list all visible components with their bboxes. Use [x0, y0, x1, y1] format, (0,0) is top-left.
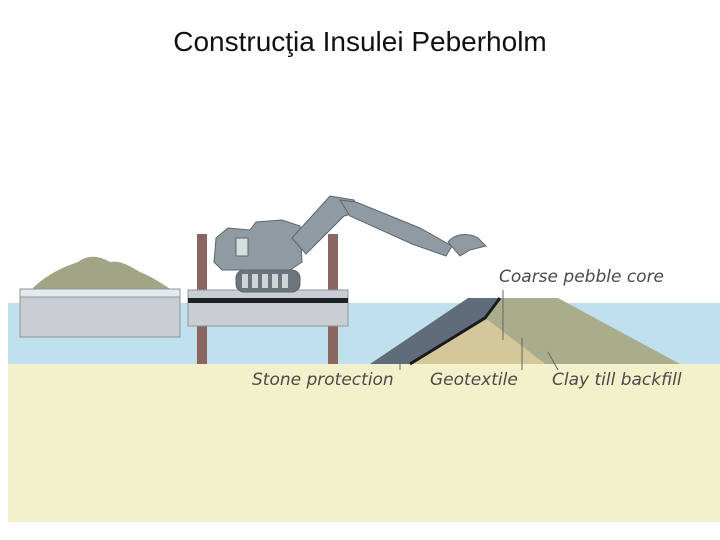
label-geotextile: Geotextile — [430, 370, 518, 390]
jackup-platform — [187, 234, 349, 364]
label-coarse-pebble-core: Coarse pebble core — [499, 267, 664, 287]
leader-clay — [547, 351, 559, 371]
gravel-pile — [32, 256, 170, 289]
excavator-bucket — [447, 234, 487, 257]
barge-hull — [19, 296, 181, 338]
gravel-barge — [19, 256, 181, 338]
geotextile-line — [409, 297, 502, 366]
label-stone-protection: Stone protection — [252, 370, 394, 390]
excavator-arm — [339, 199, 453, 257]
excavator-cab — [213, 219, 303, 271]
stone-protection-layer — [370, 298, 500, 364]
pebble-core — [468, 298, 680, 364]
seabed — [8, 364, 720, 522]
excavator — [213, 195, 487, 293]
clay-till-backfill — [410, 318, 545, 364]
platform-deck — [187, 289, 349, 327]
slide-title: Construcţia Insulei Peberholm — [173, 26, 547, 57]
island-cross-section — [370, 290, 680, 371]
label-clay-till-backfill: Clay till backfill — [552, 370, 682, 390]
